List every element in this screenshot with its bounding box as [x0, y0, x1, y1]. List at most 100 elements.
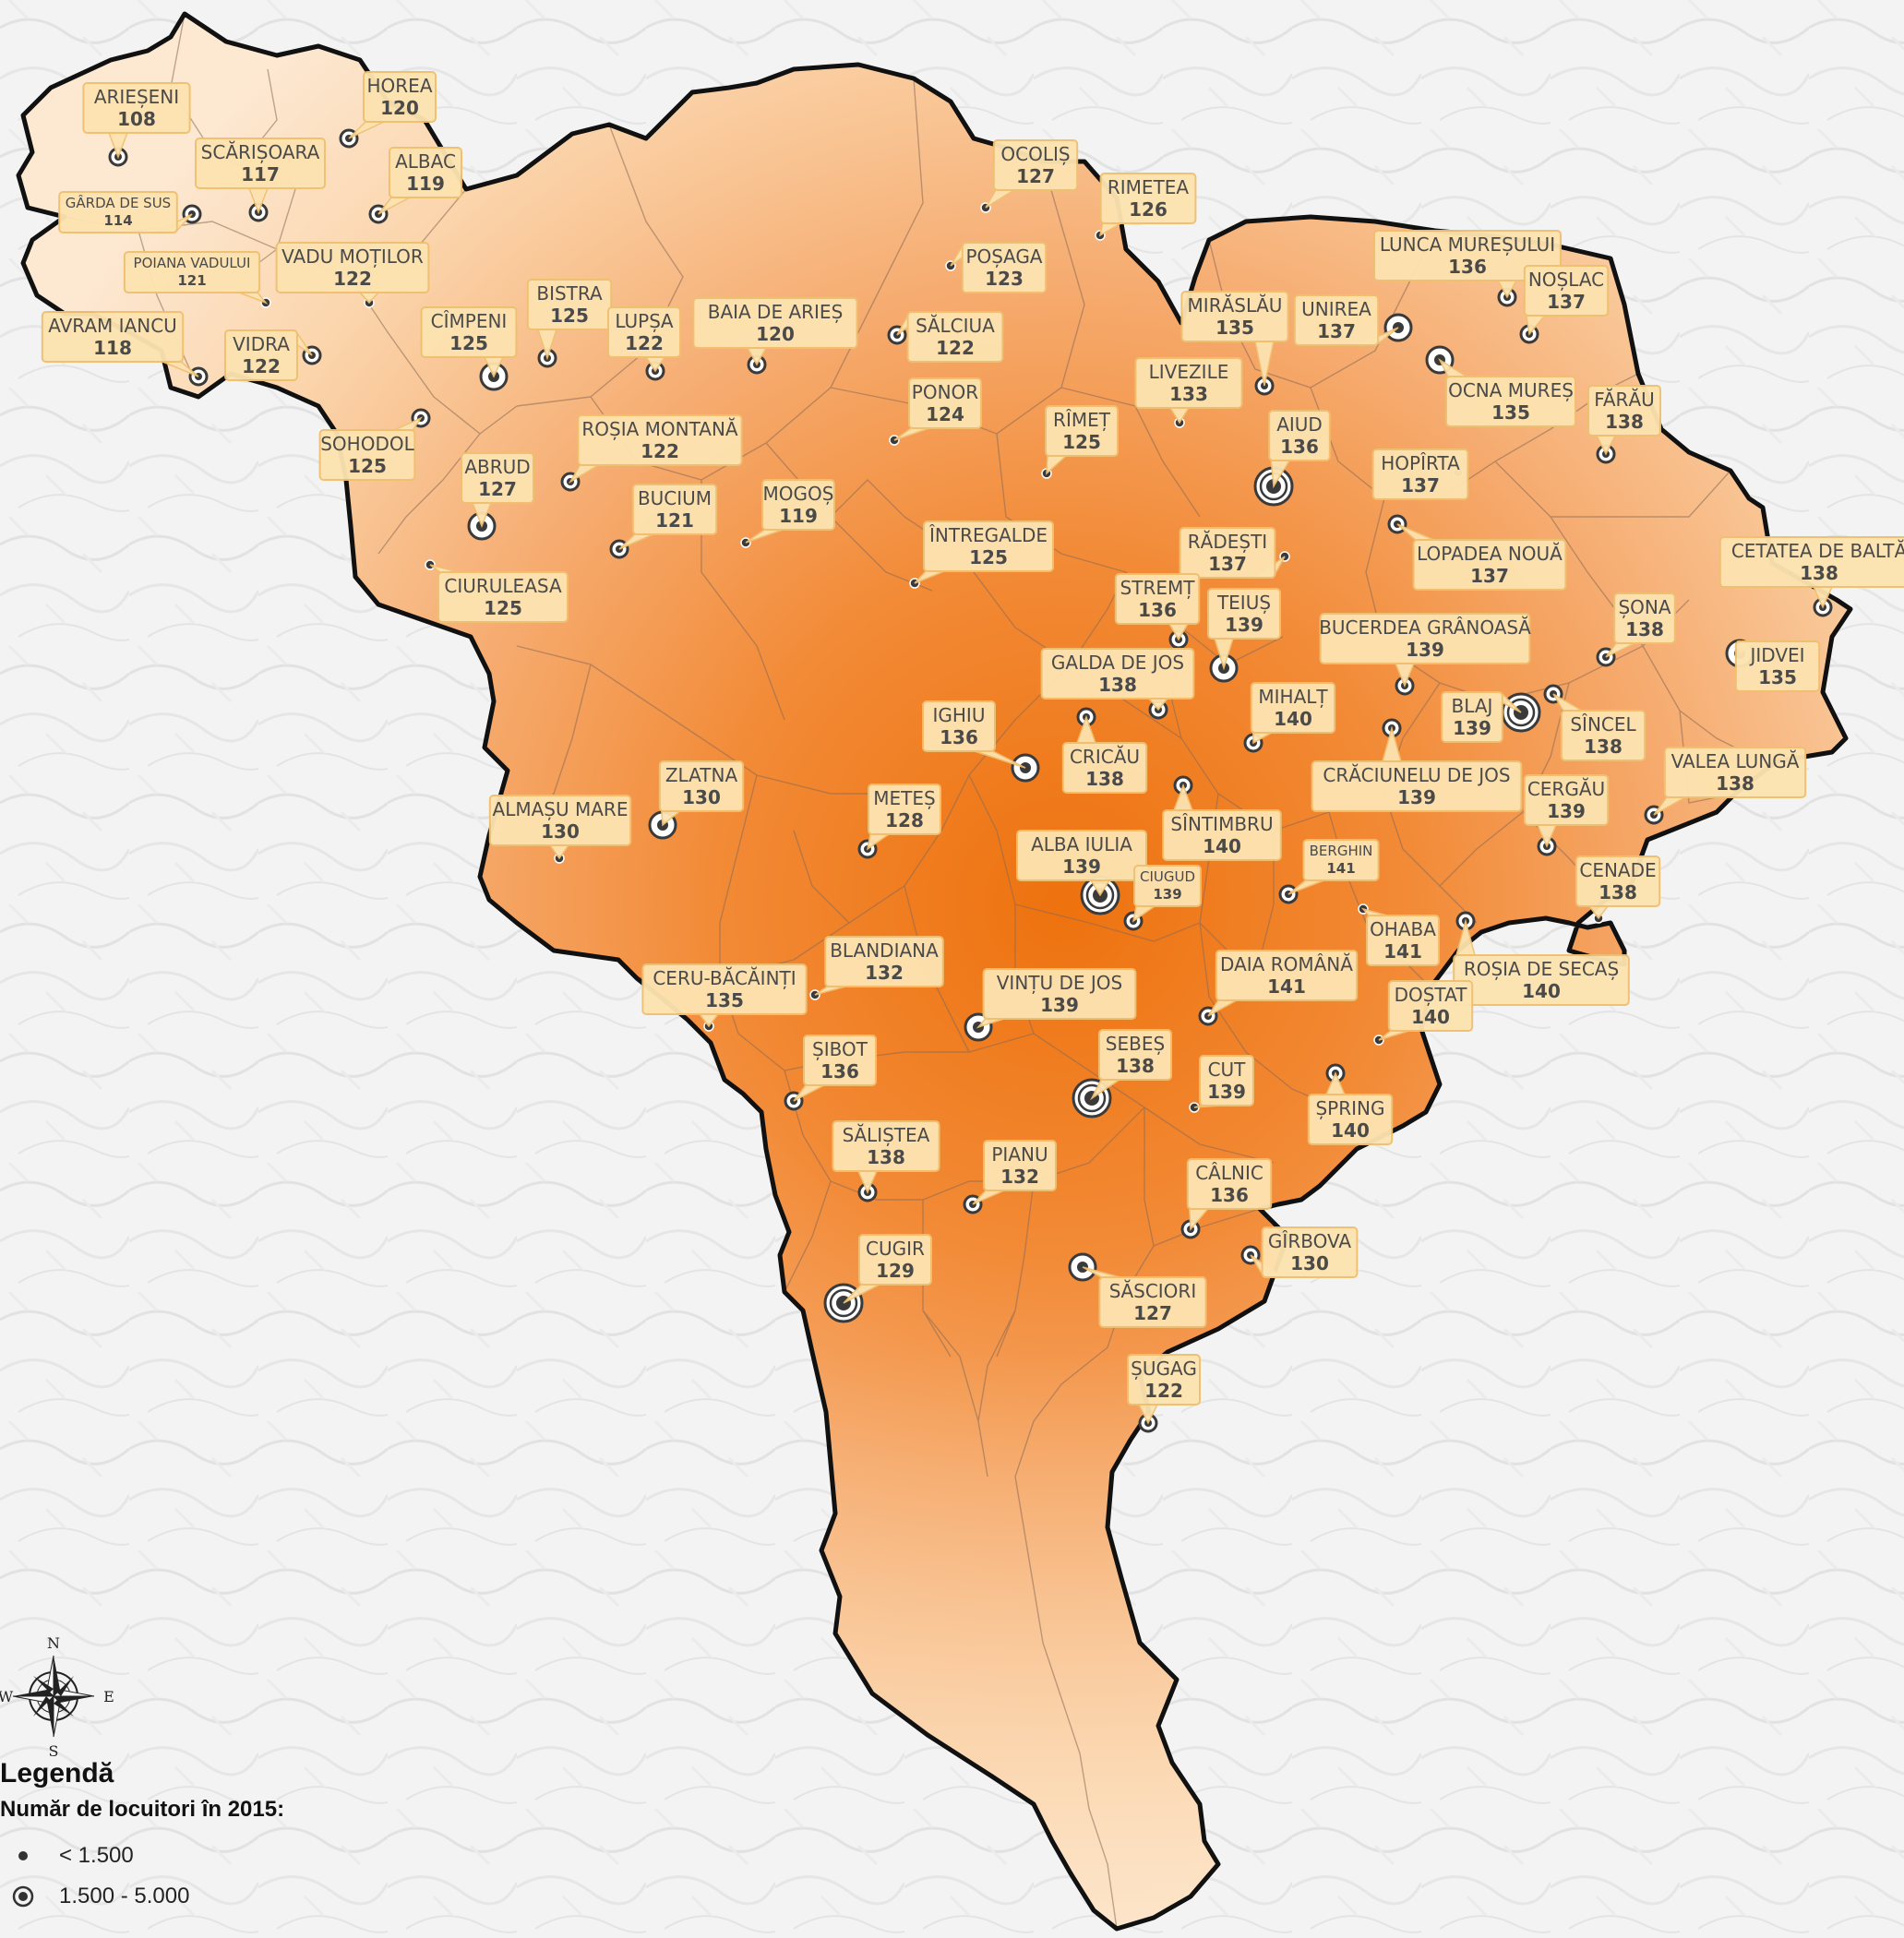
locality-value: 130 [541, 820, 580, 843]
locality-name: CERU-BĂCĂINȚI [653, 967, 796, 989]
legend-subtitle: Număr de locuitori în 2015: [0, 1797, 285, 1822]
locality-value: 124 [926, 403, 964, 425]
south-lobe-fade [775, 1352, 1218, 1929]
locality-value: 125 [1062, 431, 1101, 453]
locality-value: 139 [1207, 1081, 1246, 1103]
compass-north-label: N [47, 1634, 60, 1652]
locality-value: 136 [1210, 1184, 1249, 1206]
locality-name: ȘUGAG [1131, 1358, 1197, 1380]
locality-name: RIMETEA [1108, 176, 1190, 198]
locality-value: 120 [380, 97, 419, 119]
locality-name: BLANDIANA [830, 939, 939, 962]
locality-value: 137 [1208, 553, 1247, 575]
locality-name: PONOR [912, 381, 979, 403]
locality-name: CUT [1208, 1059, 1247, 1081]
locality-name: OCOLIȘ [1000, 143, 1070, 165]
locality-value: 126 [1129, 198, 1168, 221]
locality-name: ȘONA [1618, 596, 1670, 618]
locality-name: MIHALȚ [1258, 686, 1328, 708]
locality-name: BUCIUM [638, 487, 712, 509]
locality-value: 139 [1225, 614, 1263, 636]
locality-name: VADU MOȚILOR [281, 245, 424, 268]
locality-value: 125 [969, 546, 1008, 568]
locality-value: 132 [1000, 1166, 1039, 1188]
locality-name: VALEA LUNGĂ [1671, 750, 1800, 772]
locality-name: HOPÎRTA [1381, 452, 1460, 474]
locality-name: ABRUD [464, 456, 530, 478]
locality-name: JIDVEI [1748, 644, 1804, 666]
locality-name: DOȘTAT [1395, 984, 1468, 1006]
compass-west-label: W [0, 1688, 14, 1705]
locality-value: 136 [1448, 256, 1487, 278]
locality-value: 127 [1016, 165, 1055, 187]
locality-name: AIUD [1276, 413, 1323, 436]
ringed-dot-icon [0, 1883, 46, 1910]
locality-name: HOREA [367, 75, 433, 97]
locality-value: 139 [1406, 639, 1444, 661]
locality-name: BISTRA [536, 282, 603, 305]
locality-value: 127 [1133, 1302, 1172, 1324]
locality-name: SÎNCEL [1570, 713, 1636, 736]
locality-name: OCNA MUREȘ [1448, 379, 1574, 401]
locality-name: POIANA VADULUI [134, 255, 251, 271]
locality-name: ȘIBOT [812, 1038, 868, 1060]
locality-name: OHABA [1370, 918, 1436, 940]
locality-name: MOGOȘ [763, 483, 834, 505]
locality-value: 140 [1203, 835, 1241, 857]
locality-value: 139 [1040, 994, 1079, 1016]
locality-name: ROȘIA MONTANĂ [581, 418, 738, 440]
locality-labels: ARIEȘENI108HOREA120SCĂRIȘOARA117ALBAC119… [41, 71, 1904, 1425]
locality-value: 125 [348, 455, 387, 477]
locality-value: 138 [1116, 1055, 1155, 1077]
locality-name: SCĂRIȘOARA [201, 141, 320, 163]
locality-name: BLAJ [1452, 695, 1493, 717]
locality-name: SĂLIȘTEA [843, 1124, 930, 1146]
locality-value: 137 [1317, 320, 1356, 342]
locality-value: 139 [1453, 717, 1491, 739]
locality-value: 122 [242, 355, 281, 377]
locality-value: 140 [1522, 980, 1561, 1002]
locality-value: 137 [1401, 474, 1440, 496]
locality-value: 122 [625, 332, 664, 354]
compass-south-label: S [49, 1742, 59, 1758]
legend-item-label: < 1.500 [59, 1843, 134, 1868]
locality-name: GÂRDA DE SUS [66, 194, 171, 211]
locality-name: ARIEȘENI [94, 86, 179, 108]
locality-value: 135 [1215, 317, 1254, 339]
legend-item-small: < 1.500 [0, 1836, 388, 1876]
locality-value: 138 [867, 1146, 905, 1168]
locality-value: 138 [1085, 768, 1124, 790]
locality-name: VINȚU DE JOS [997, 972, 1122, 994]
locality-name: BUCERDEA GRÂNOASĂ [1319, 616, 1531, 639]
compass-rose-icon: N S E W [0, 1634, 114, 1758]
locality-name: SĂSCIORI [1109, 1280, 1196, 1302]
locality-name: FĂRĂU [1594, 389, 1655, 411]
locality-name: PIANU [991, 1143, 1048, 1166]
